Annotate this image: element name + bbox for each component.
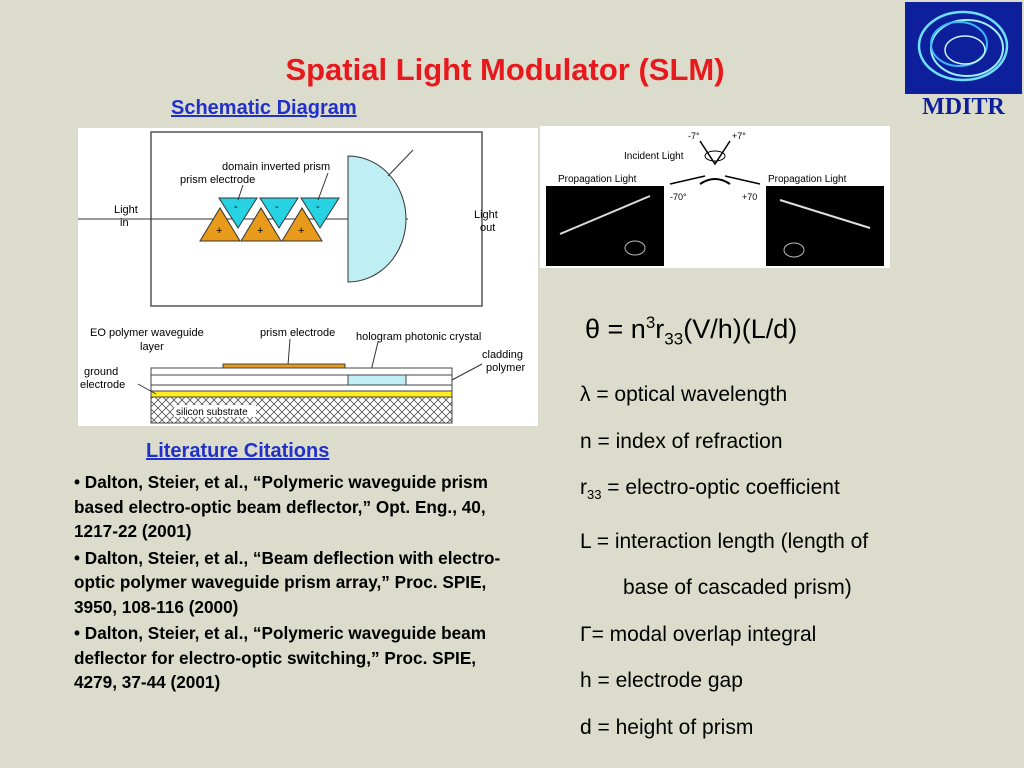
minus-sign: -: [275, 201, 279, 213]
label-propagation-right: Propagation Light: [768, 174, 847, 185]
def-lambda: λ = optical wavelength: [580, 372, 868, 419]
minus-sign: -: [316, 201, 320, 213]
literature-heading: Literature Citations: [146, 440, 330, 462]
hologram-photonic-crystal: [347, 155, 407, 283]
variable-definitions: λ = optical wavelength n = index of refr…: [580, 372, 868, 751]
lambda-symbol: λ: [580, 383, 591, 406]
label-hologram: hologram photonic crystal: [356, 331, 481, 343]
plus-sign: +: [216, 225, 222, 237]
deflection-formula: θ = n3r33(V/h)(L/d): [585, 313, 797, 349]
citation-list: • Dalton, Steier, et al., “Polymeric wav…: [74, 470, 519, 697]
def-d: d = height of prism: [580, 715, 754, 739]
domain-inverted-prism: [300, 197, 340, 229]
def-text: r: [580, 476, 587, 499]
def-text: = modal overlap integral: [591, 622, 817, 646]
schematic-heading: Schematic Diagram: [171, 97, 357, 119]
label-incident-light: Incident Light: [624, 151, 684, 162]
formula-sup: 3: [645, 313, 656, 332]
domain-inverted-prism: [218, 197, 258, 229]
label-light-in: Light: [114, 204, 138, 216]
label-prism-electrode-2: prism electrode: [260, 327, 335, 339]
formula-part: r: [655, 314, 665, 344]
def-text: = electro-optic coefficient: [601, 476, 840, 499]
logo-text: MDITR: [905, 94, 1022, 120]
citation-item: • Dalton, Steier, et al., “Beam deflecti…: [74, 547, 501, 617]
def-L: L = interaction length (length of: [580, 529, 869, 553]
label-cladding: cladding: [482, 349, 523, 361]
slide-title: Spatial Light Modulator (SLM): [285, 52, 725, 87]
hologram-section: [347, 374, 407, 386]
label-angle-pos70: +70: [742, 192, 757, 202]
formula-sub: 33: [664, 329, 684, 349]
beam-deflection-photos: -7° +7° Incident Light Propagation Light…: [540, 126, 890, 268]
def-h: h = electrode gap: [580, 669, 743, 693]
schematic-diagram: - - - + + + domain inverted prism prism …: [78, 128, 538, 426]
def-n: n = index of refraction: [580, 429, 783, 453]
def-sub: 33: [587, 487, 602, 503]
theta-symbol: θ: [585, 314, 601, 344]
plus-sign: +: [298, 225, 304, 237]
label-light-out-2: out: [480, 222, 495, 234]
prism-electrode: [240, 207, 282, 242]
gamma-symbol: Γ: [580, 622, 592, 646]
label-angle-neg70: -70°: [670, 192, 687, 202]
logo-rings-icon: [905, 2, 1022, 94]
label-prism-electrode: prism electrode: [180, 174, 255, 186]
minus-sign: -: [234, 201, 238, 213]
label-ground: ground: [84, 366, 118, 378]
formula-part: (V/h)(L/d): [683, 314, 798, 344]
label-light-in-2: in: [120, 217, 129, 229]
def-r33: r33 = electro-optic coefficient: [580, 465, 868, 519]
def-gamma: Γ= modal overlap integral: [580, 612, 868, 659]
formula-part: = n: [600, 314, 646, 344]
def-text: = optical wavelength: [590, 383, 788, 406]
plus-sign: +: [257, 225, 263, 237]
label-propagation-left: Propagation Light: [558, 174, 637, 185]
citation-item: • Dalton, Steier, et al., “Polymeric wav…: [74, 472, 488, 541]
label-light-out: Light: [474, 209, 498, 221]
mditr-logo: MDITR: [905, 2, 1022, 120]
label-angle-neg7: -7°: [688, 131, 700, 141]
label-cladding-2: polymer: [486, 362, 525, 374]
prism-electrode: [281, 207, 323, 242]
ground-electrode-layer: [150, 390, 453, 398]
label-angle-pos7: +7°: [732, 131, 746, 141]
prism-electrode: [199, 207, 241, 242]
label-eo-layer: EO polymer waveguide: [90, 327, 204, 339]
citation-item: • Dalton, Steier, et al., “Polymeric wav…: [74, 623, 486, 692]
label-substrate: silicon substrate: [176, 407, 248, 418]
label-domain-inverted-prism: domain inverted prism: [222, 161, 330, 173]
domain-inverted-prism: [259, 197, 299, 229]
def-L-continued: base of cascaded prism): [623, 576, 852, 600]
label-ground-2: electrode: [80, 379, 125, 391]
label-eo-layer-2: layer: [140, 341, 164, 353]
